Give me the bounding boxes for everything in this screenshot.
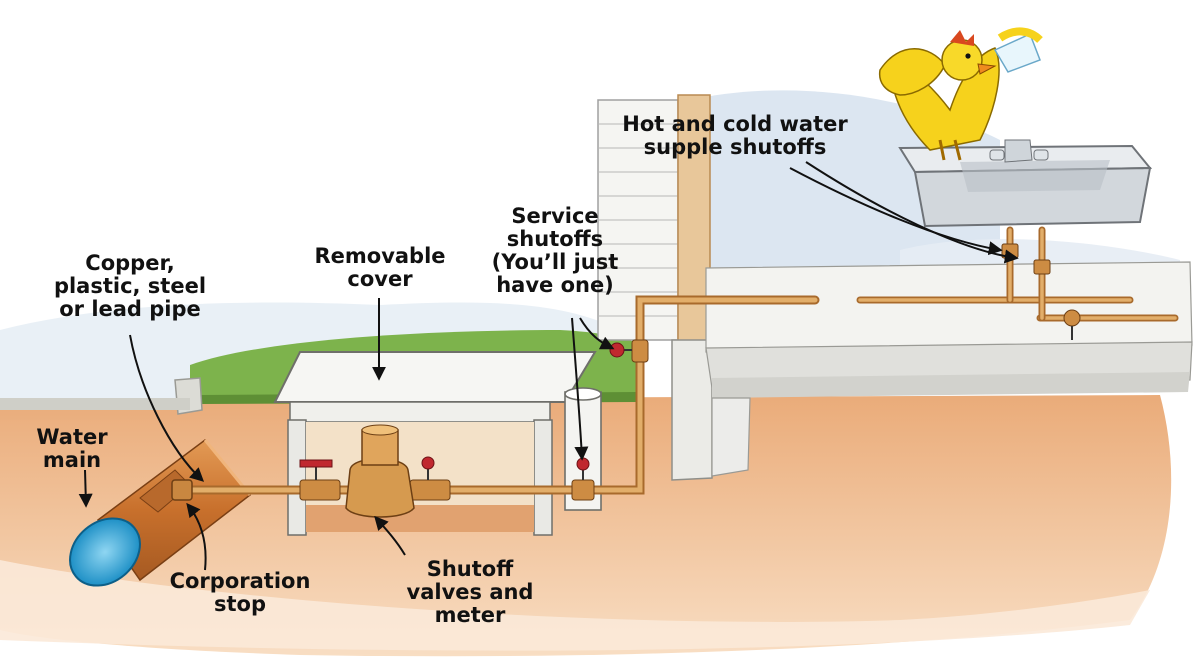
arrow-shutoff-meter — [374, 515, 406, 556]
bird-illustration — [878, 27, 1043, 161]
corporation-stop-fitting — [171, 479, 193, 501]
water-main-pipe — [69, 438, 252, 587]
arrow-service-wall — [579, 317, 615, 350]
house-supply-pipes — [856, 226, 1179, 322]
label-water-main: Water main — [36, 425, 108, 472]
label-pipe-material: Copper, plastic, steel or lead pipe — [53, 251, 207, 321]
label-corporation-stop: Corporation stop — [169, 569, 311, 616]
arrow-cold-shutoff — [805, 161, 1019, 264]
foundation — [671, 261, 1193, 481]
arrow-pipe-material — [129, 334, 205, 482]
label-hot-cold-shutoffs: Hot and cold water supple shutoffs — [622, 112, 848, 159]
label-shutoff-valves-meter: Shutoff valves and meter — [406, 557, 534, 627]
water-meter — [299, 424, 451, 518]
meter-box — [273, 351, 597, 536]
service-shutoff-valve — [571, 457, 595, 501]
arrow-corporation-stop — [186, 502, 207, 571]
label-removable-cover: Removable cover — [314, 244, 446, 291]
arrow-water-main — [78, 469, 93, 508]
arrow-hot-shutoff — [789, 167, 1003, 256]
callout-arrows — [78, 161, 1019, 571]
curb — [0, 377, 203, 415]
arrow-service-sleeve — [571, 317, 589, 461]
label-service-shutoffs: Service shutoffs (You’ll just have one) — [491, 204, 619, 297]
sink — [898, 139, 1153, 228]
